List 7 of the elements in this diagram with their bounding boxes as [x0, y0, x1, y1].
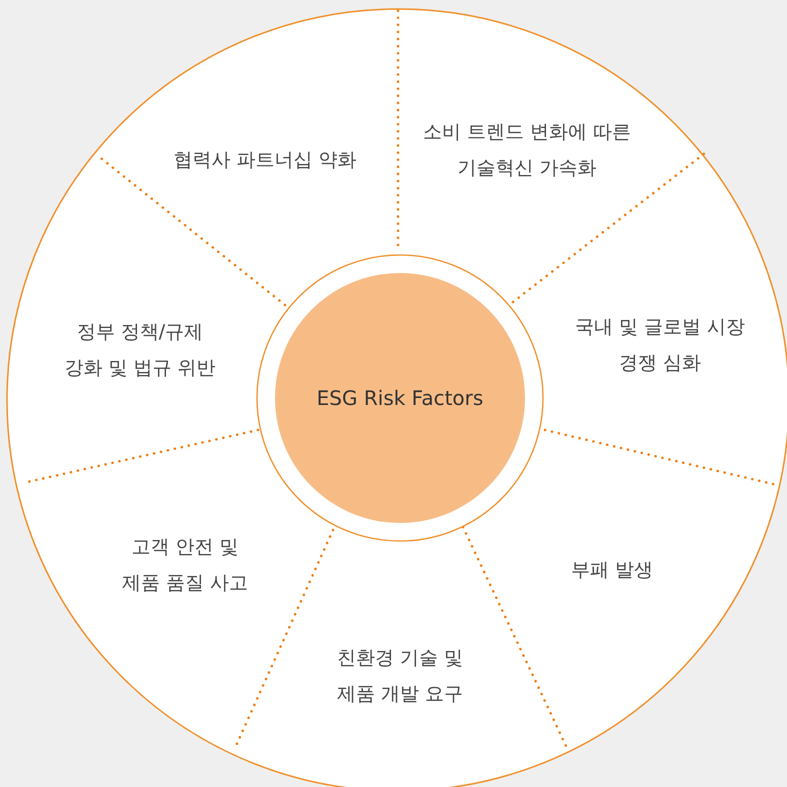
- segment-label: 고객 안전 및 제품 품질 사고: [120, 529, 250, 601]
- segment-label: 친환경 기술 및 제품 개발 요구: [328, 640, 472, 712]
- segment-label: 국내 및 글로벌 시장 경쟁 심화: [568, 309, 752, 381]
- segment-label: 협력사 파트너십 약화: [135, 142, 395, 178]
- segment-label: 소비 트렌드 변화에 따른 기술혁신 가속화: [404, 114, 650, 186]
- segment-label: 정부 정책/규제 강화 및 법규 위반: [62, 314, 218, 386]
- segment-label: 부패 발생: [532, 552, 692, 588]
